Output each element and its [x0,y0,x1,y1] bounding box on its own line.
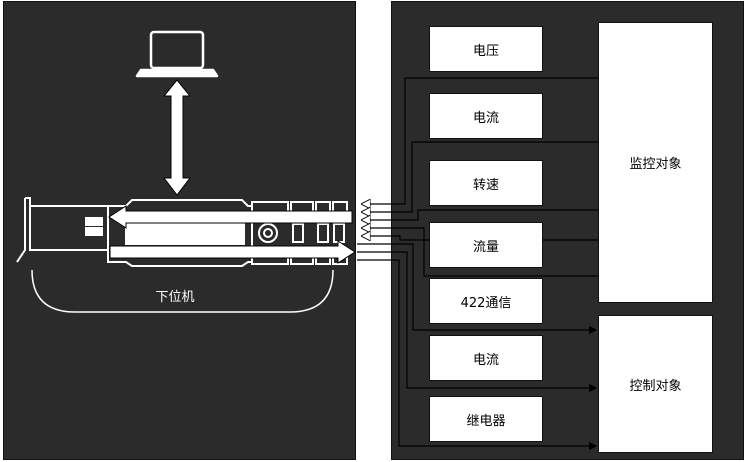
signal-label: 电压 [472,43,499,59]
control-object-label: 控制对象 [629,378,682,394]
signal-current-in: 电流 [429,93,543,139]
line-current-out [357,251,598,393]
card-io-arrow-icon [108,205,356,264]
signal-label: 流量 [472,239,499,255]
signal-label: 422通信 [460,295,512,311]
monitor-object: 监控对象 [598,22,713,303]
laptop-icon [135,30,219,78]
line-voltage [362,77,598,204]
signal-comm422: 422通信 [429,278,543,324]
bidirectional-arrow-icon [162,79,192,196]
signal-label: 电流 [472,352,499,368]
signal-voltage: 电压 [429,26,543,72]
signal-current-out: 电流 [429,335,543,381]
line-speed [362,209,598,220]
host-label: 下位机 [155,290,195,305]
host-brace [31,269,334,313]
control-object: 控制对象 [598,315,713,453]
line-relay [357,259,598,451]
signal-speed: 转速 [429,160,543,206]
signal-label: 转速 [472,177,499,193]
line-comm422 [357,243,598,335]
signal-relay: 继电器 [429,396,543,442]
monitor-object-label: 监控对象 [629,157,682,172]
line-current-in [362,141,598,212]
signal-flow: 流量 [429,222,543,268]
signal-label: 电流 [472,110,499,126]
line-flow [362,228,598,277]
signal-label: 继电器 [466,413,506,429]
